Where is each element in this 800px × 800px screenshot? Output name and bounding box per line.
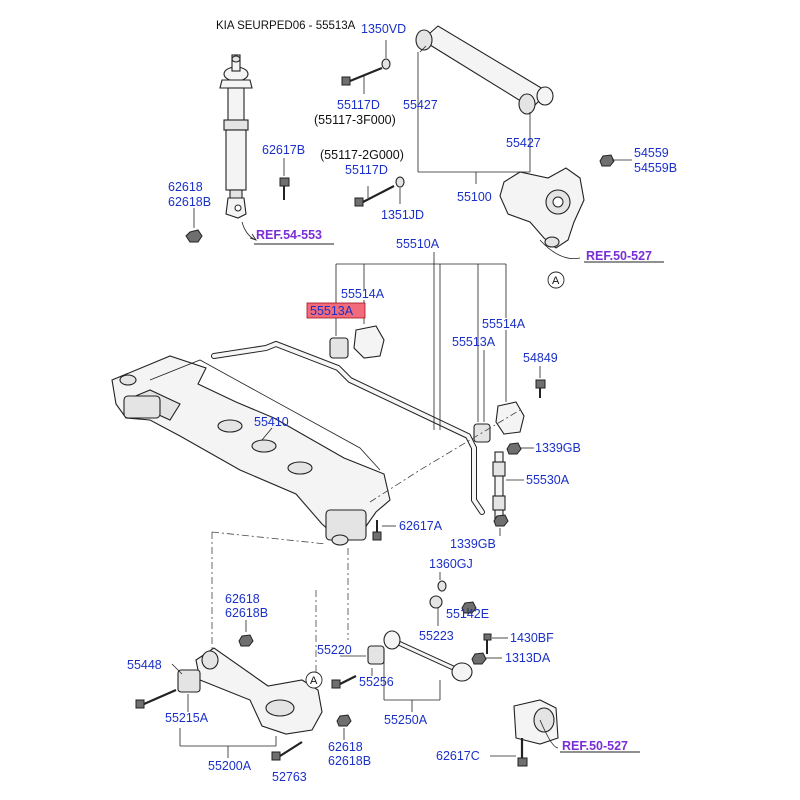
label-62618b-mid[interactable]: 62618B <box>225 606 268 620</box>
label-55514a-right[interactable]: 55514A <box>482 317 526 331</box>
nut-62618-lower-right <box>336 714 352 727</box>
ref-mark-a-top <box>547 271 565 289</box>
nut-54559 <box>599 154 615 167</box>
label-52763[interactable]: 52763 <box>272 770 307 784</box>
bolt-55117d-lower <box>354 185 395 207</box>
ref-link-54-553[interactable]: REF.54-553 <box>256 228 322 242</box>
highlight-55513a <box>306 302 366 319</box>
bolt-55448 <box>135 688 177 709</box>
stabilizer-bar-55510a <box>211 340 485 515</box>
bushing-bracket <box>513 699 559 745</box>
label-55510a[interactable]: 55510A <box>396 237 440 251</box>
label-62618-mid[interactable]: 62618 <box>225 592 260 606</box>
label-62618b-top[interactable]: 62618B <box>168 195 211 209</box>
leader-lines <box>171 40 632 758</box>
bolt-54849 <box>535 379 546 398</box>
label-55142e[interactable]: 55142E <box>446 607 489 621</box>
bushing-55513a-left <box>329 337 349 359</box>
nut-1351jd <box>395 176 405 188</box>
bracket-55514a-left <box>353 325 385 359</box>
label-62618b-bottom[interactable]: 62618B <box>328 754 371 768</box>
label-55223[interactable]: 55223 <box>419 629 454 643</box>
label-62617b[interactable]: 62617B <box>262 143 305 157</box>
label-55250a[interactable]: 55250A <box>384 713 428 727</box>
part-labels: 1350VD 55117D (55117-3F000) 55427 55427 … <box>127 22 677 784</box>
shock-absorber <box>219 54 253 219</box>
label-55448[interactable]: 55448 <box>127 658 162 672</box>
label-1350vd[interactable]: 1350VD <box>361 22 406 36</box>
label-62618-top[interactable]: 62618 <box>168 180 203 194</box>
stabilizer-link-55530a <box>492 451 506 523</box>
bolt-62617b <box>279 177 290 200</box>
label-55200a[interactable]: 55200A <box>208 759 252 773</box>
ref-mark-a-top-letter: A <box>552 275 560 287</box>
nut-1360gj <box>437 580 447 592</box>
label-1351jd[interactable]: 1351JD <box>381 208 424 222</box>
bracket-55514a-right <box>495 401 525 435</box>
ref-mark-a-bottom-letter: A <box>310 675 318 687</box>
bolt-62617c <box>517 738 528 767</box>
nut-62618-lower-left <box>238 634 254 647</box>
diagram-title: KIA SEURPED06 - 55513A <box>216 20 356 32</box>
label-55220[interactable]: 55220 <box>317 643 352 657</box>
reference-links: REF.54-553 REF.50-527 REF.50-527 <box>256 228 652 753</box>
upper-arm-55100 <box>415 25 554 115</box>
label-54559b[interactable]: 54559B <box>634 161 677 175</box>
label-55100[interactable]: 55100 <box>457 190 492 204</box>
bolt-1430bf <box>483 633 492 654</box>
label-62618-bottom[interactable]: 62618 <box>328 740 363 754</box>
label-55117-3f000[interactable]: (55117-3F000) <box>314 113 396 127</box>
label-55410[interactable]: 55410 <box>254 415 289 429</box>
label-55514a-left[interactable]: 55514A <box>341 287 385 301</box>
label-62617c[interactable]: 62617C <box>436 749 480 763</box>
nut-1339gb-upper <box>506 442 522 455</box>
label-54559[interactable]: 54559 <box>634 146 669 160</box>
label-55215a[interactable]: 55215A <box>165 711 209 725</box>
crossmember-55410 <box>111 355 391 546</box>
label-55117d-lower[interactable]: 55117D <box>345 163 388 177</box>
nut-55142e <box>461 601 477 614</box>
label-54849[interactable]: 54849 <box>523 351 558 365</box>
label-1339gb-upper[interactable]: 1339GB <box>535 441 581 455</box>
bushing-55220 <box>367 645 385 665</box>
bushing-55215a <box>177 669 201 693</box>
label-1360gj[interactable]: 1360GJ <box>429 557 473 571</box>
nut-62618 <box>185 229 203 243</box>
ref-link-50-527-bottom[interactable]: REF.50-527 <box>562 739 628 753</box>
label-1313da[interactable]: 1313DA <box>505 651 551 665</box>
nut-1339gb-lower <box>493 514 509 527</box>
label-55427-left[interactable]: 55427 <box>403 98 438 112</box>
label-55117d-upper[interactable]: 55117D <box>337 98 380 112</box>
nut-1313da <box>471 652 487 665</box>
bolt-55117d-upper <box>341 66 383 86</box>
label-55513a-right[interactable]: 55513A <box>452 335 496 349</box>
washer-1350vd <box>381 58 391 70</box>
bolt-52763 <box>271 741 303 761</box>
label-1339gb-lower[interactable]: 1339GB <box>450 537 496 551</box>
lower-arm-55200a <box>195 647 323 735</box>
label-55256[interactable]: 55256 <box>359 675 394 689</box>
center-lines <box>211 409 521 672</box>
ref-mark-a-bottom <box>305 671 323 689</box>
label-55513a-highlighted[interactable]: 55513A <box>310 304 354 318</box>
knuckle <box>499 167 585 249</box>
label-1430bf[interactable]: 1430BF <box>510 631 554 645</box>
label-62617a[interactable]: 62617A <box>399 519 443 533</box>
label-55427-right[interactable]: 55427 <box>506 136 541 150</box>
label-55117-2g000[interactable]: (55117-2G000) <box>320 148 404 162</box>
ref-link-50-527-top[interactable]: REF.50-527 <box>586 249 652 263</box>
washer-55223 <box>429 595 443 609</box>
label-55530a[interactable]: 55530A <box>526 473 570 487</box>
lateral-arm-55250a <box>383 630 473 682</box>
bolt-62617a <box>372 520 382 541</box>
bolt-55256 <box>331 675 357 689</box>
